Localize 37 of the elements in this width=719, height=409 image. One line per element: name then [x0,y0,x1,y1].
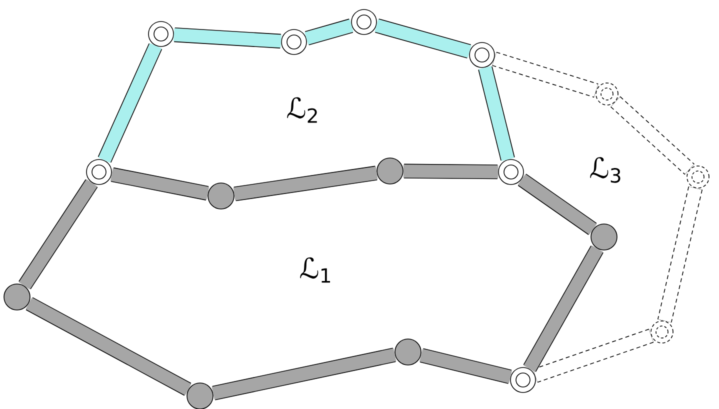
dashed-link [610,96,694,175]
link-bar [18,179,98,290]
dashed-joint [650,320,674,344]
dashed-link [532,328,654,383]
link-bar [98,43,162,163]
pin-joint [148,21,174,47]
link-bar [212,348,396,400]
link-bar [374,18,472,58]
link-bar [174,28,282,48]
dashed-link [657,186,703,323]
pin-joint [498,159,524,185]
link-bar [518,174,597,236]
link-bar [304,18,354,46]
joint [590,224,618,250]
pin-joint [86,159,112,185]
dashed-link [492,52,598,98]
joint [208,182,234,210]
loop-label: ℒ$_{2}$ [287,97,317,123]
joint [4,284,30,310]
joint [394,338,422,366]
pin-joint [469,42,495,68]
link-bar [110,167,210,200]
joint [186,382,214,409]
joint [376,158,404,184]
link-bar [478,66,515,162]
dashed-joint [686,166,710,188]
link-bar [420,348,512,384]
link-bar [523,245,604,372]
dashed-joint [596,82,618,106]
link-bar [403,164,498,180]
pin-joint [510,367,536,393]
link-bar [233,166,378,202]
loop-label: ℒ$_{1}$ [300,257,330,283]
loop-label: ℒ$_{3}$ [590,157,620,183]
pin-joint [281,29,307,55]
pin-joint [351,9,377,35]
link-bar [26,297,192,396]
